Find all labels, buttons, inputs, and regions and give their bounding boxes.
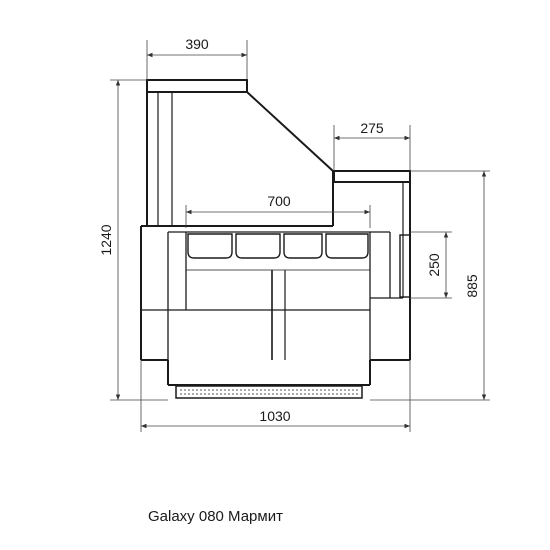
dim-label-700: 700: [267, 193, 291, 209]
top-cap: [146, 79, 248, 93]
pan-2: [235, 233, 281, 259]
rear-door-handle: [399, 234, 411, 298]
dim-label-390: 390: [185, 36, 209, 52]
dim-label-1240: 1240: [98, 224, 114, 255]
slanted-glass: [246, 91, 334, 172]
inner-compartment: [141, 231, 403, 360]
dim-label-275: 275: [360, 120, 384, 136]
rear-shelf: [333, 170, 411, 183]
dim-label-250: 250: [426, 253, 442, 277]
pan-4: [325, 233, 369, 259]
cabinet-body: [140, 79, 411, 386]
pan-1: [187, 233, 233, 259]
pan-3: [283, 233, 323, 259]
gastro-pans: [187, 233, 369, 259]
model-caption: Galaxy 080 Мармит: [148, 508, 283, 525]
dim-label-885: 885: [464, 274, 480, 298]
base-vent: [175, 385, 363, 399]
dim-label-1030: 1030: [259, 408, 290, 424]
